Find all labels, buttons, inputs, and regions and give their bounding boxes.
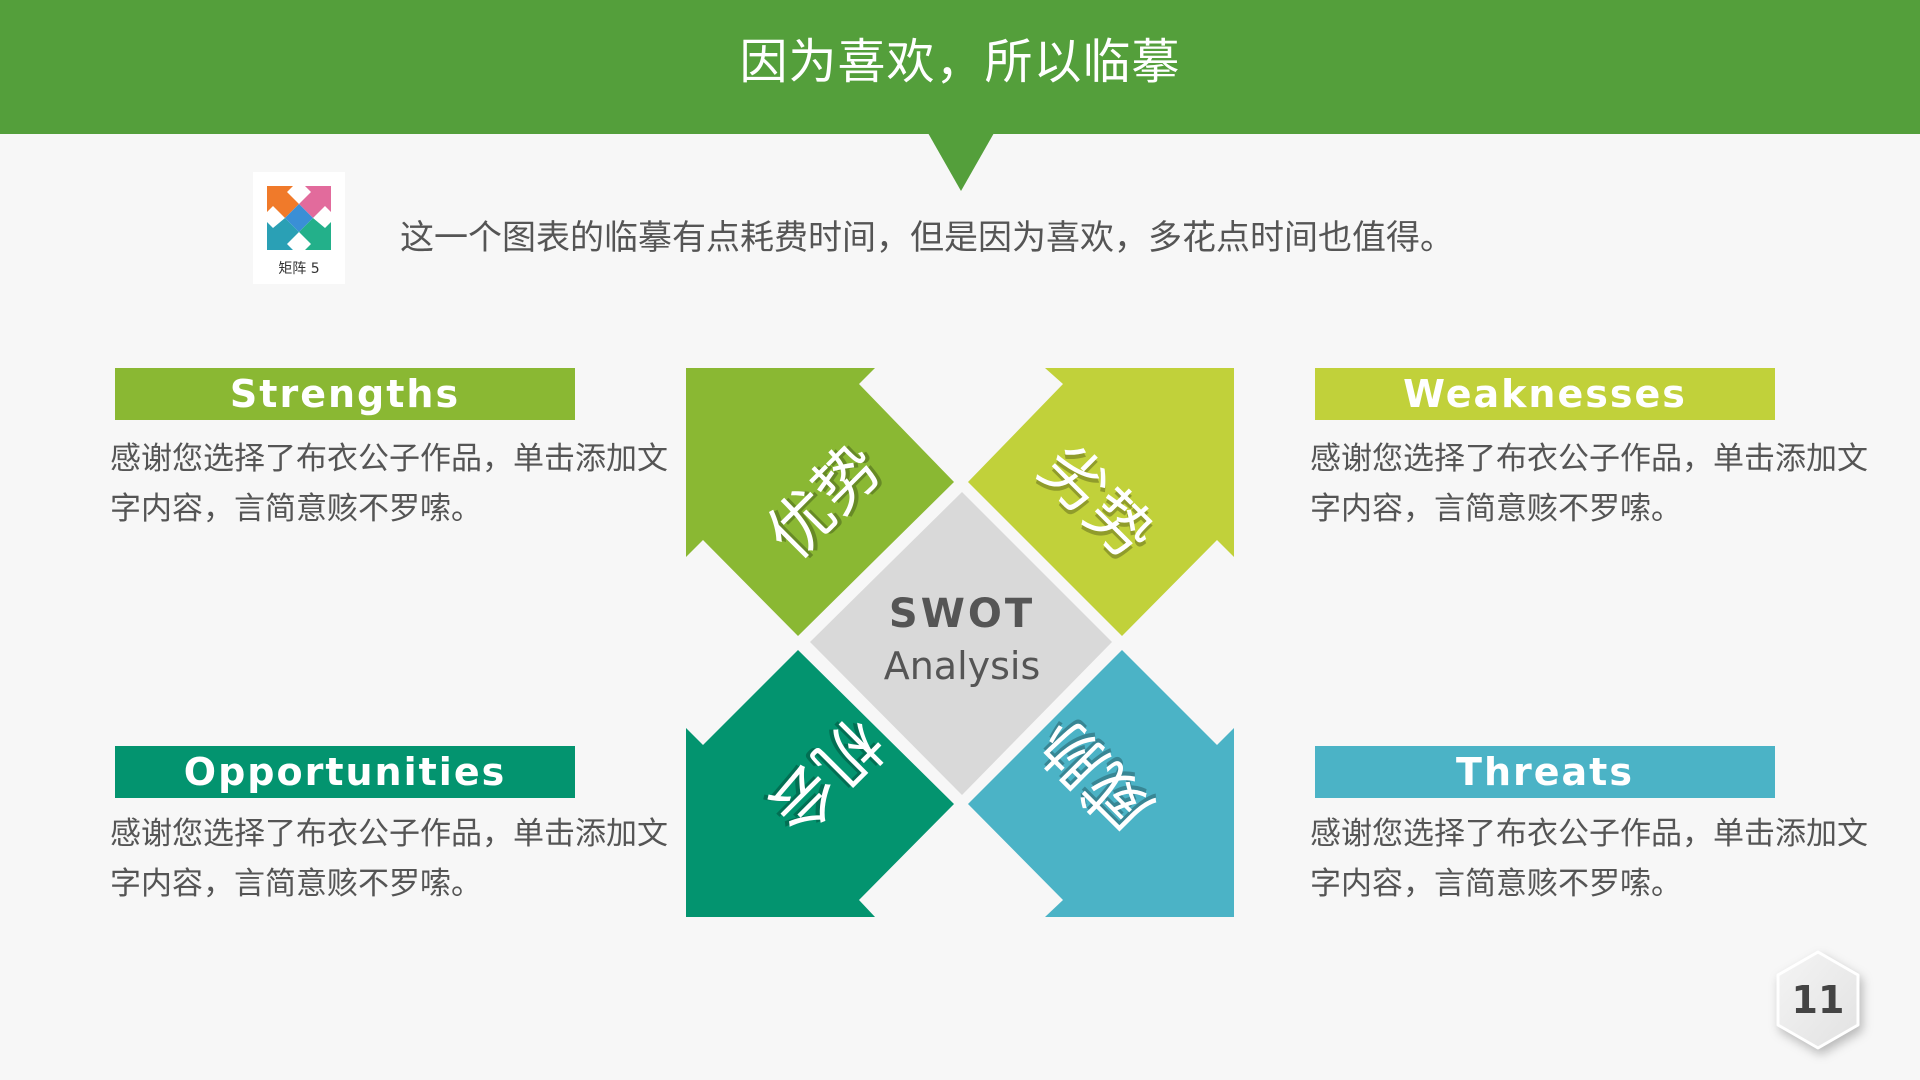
header-pointer	[928, 133, 994, 191]
opportunities-label: Opportunities	[115, 746, 575, 798]
intro-text: 这一个图表的临摹有点耗费时间，但是因为喜欢，多花点时间也值得。	[400, 218, 1454, 258]
opportunities-arrow	[686, 650, 954, 917]
center-diamond	[810, 492, 1112, 795]
weaknesses-label: Weaknesses	[1315, 368, 1775, 420]
swot-subtitle: Analysis	[883, 644, 1041, 688]
page-number: 11	[1791, 978, 1845, 1022]
opportunities-desc: 感谢您选择了布衣公子作品，单击添加文字内容，言简意赅不罗嗦。	[110, 816, 668, 902]
weaknesses-arrow	[968, 368, 1234, 636]
strengths-label: Strengths	[115, 368, 575, 420]
swot-center-label: SWOT Analysis	[812, 588, 1112, 692]
matrix-thumbnail: 矩阵 5	[253, 172, 345, 284]
thumbnail-label: 矩阵 5	[278, 261, 320, 277]
threats-label: Threats	[1315, 746, 1775, 798]
strengths-desc: 感谢您选择了布衣公子作品，单击添加文字内容，言简意赅不罗嗦。	[110, 441, 668, 527]
threats-arrow	[968, 650, 1234, 917]
matrix-icon	[267, 186, 331, 250]
page-number-badge: 11	[1772, 948, 1864, 1052]
strengths-arrow	[686, 368, 954, 636]
swot-title: SWOT	[888, 591, 1036, 637]
hexagon-icon	[1776, 950, 1860, 1050]
threats-desc: 感谢您选择了布衣公子作品，单击添加文字内容，言简意赅不罗嗦。	[1310, 816, 1868, 902]
header-bar: 因为喜欢，所以临摹	[0, 0, 1920, 134]
weaknesses-desc: 感谢您选择了布衣公子作品，单击添加文字内容，言简意赅不罗嗦。	[1310, 441, 1868, 527]
page-title: 因为喜欢，所以临摹	[739, 34, 1181, 90]
